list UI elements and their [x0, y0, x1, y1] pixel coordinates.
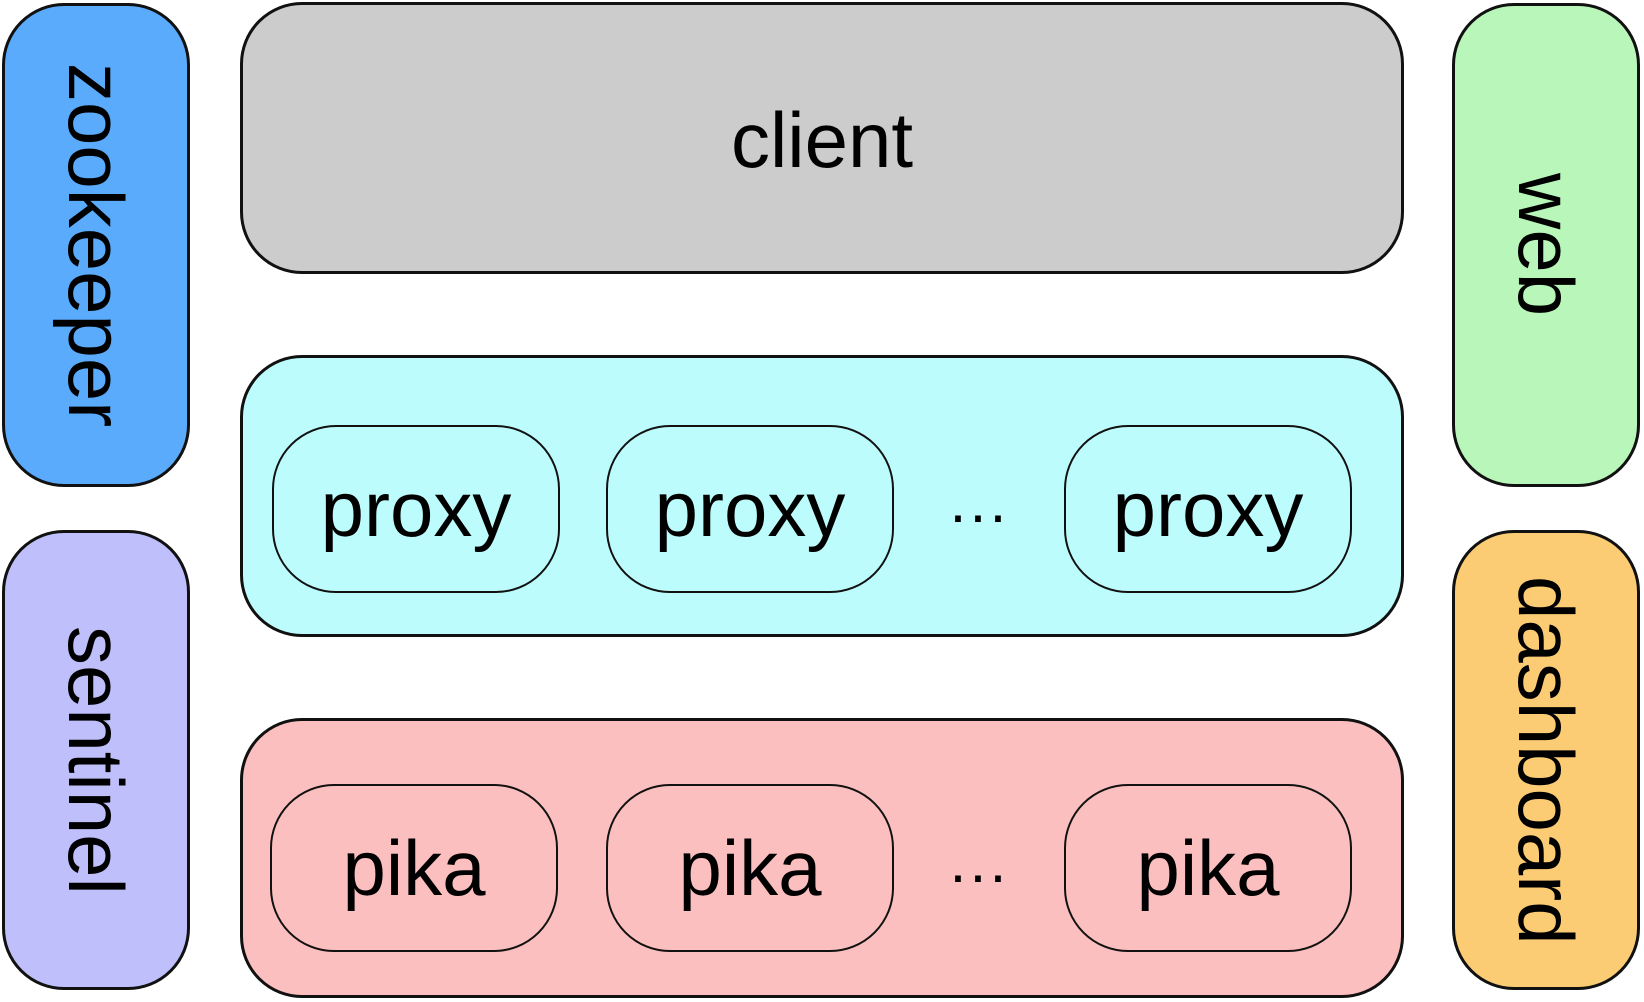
dashboard-label: dashboard: [1502, 575, 1590, 945]
proxy-node: proxy: [1064, 425, 1352, 593]
web-label: web: [1502, 173, 1590, 317]
proxy-node-label: proxy: [654, 465, 846, 553]
pika-node: pika: [606, 784, 894, 952]
pika-node: pika: [270, 784, 558, 952]
proxy-node: proxy: [272, 425, 560, 593]
proxy-node-label: proxy: [320, 465, 512, 553]
web-box: web: [1452, 3, 1640, 487]
client-label: client: [730, 96, 914, 184]
proxy-node-label: proxy: [1112, 465, 1304, 553]
dashboard-box: dashboard: [1452, 530, 1640, 990]
pika-node-label: pika: [1136, 824, 1280, 912]
pika-ellipsis: ···: [948, 841, 1008, 908]
sentinel-label: sentinel: [52, 625, 140, 895]
proxy-node: proxy: [606, 425, 894, 593]
pika-node: pika: [1064, 784, 1352, 952]
pika-node-label: pika: [678, 824, 822, 912]
sentinel-box: sentinel: [2, 530, 190, 990]
pika-node-label: pika: [342, 824, 486, 912]
zookeeper-label: zookeeper: [52, 62, 140, 428]
client-box: client: [240, 2, 1404, 274]
proxy-ellipsis: ···: [948, 481, 1008, 548]
zookeeper-box: zookeeper: [2, 3, 190, 487]
